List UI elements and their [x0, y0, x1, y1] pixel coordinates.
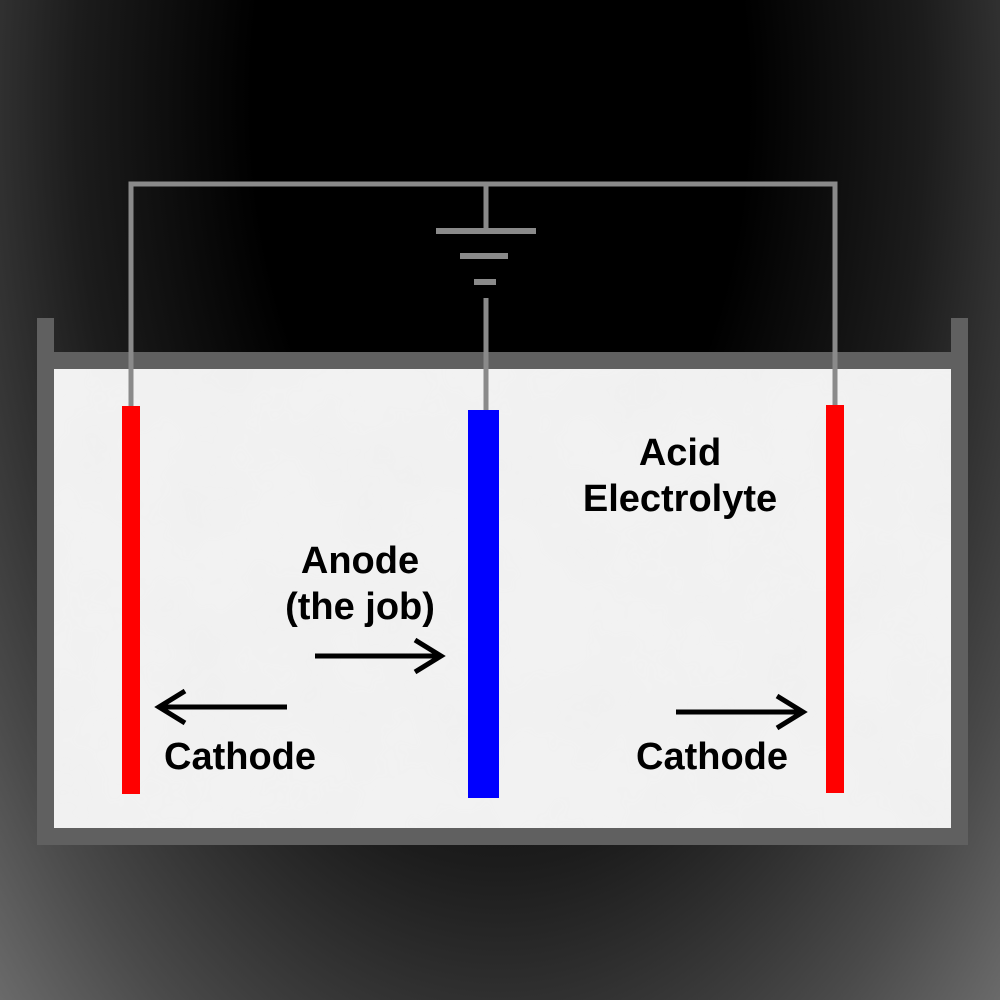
anode-label-line1: Anode [300, 540, 420, 582]
arrow-to-cathode-right [676, 693, 808, 731]
cathode-left [122, 406, 140, 794]
anode-label-line2: (the job) [285, 586, 435, 628]
cathode-right [826, 405, 844, 793]
electrolyte-texture [54, 369, 951, 828]
arrow-to-anode [315, 637, 446, 675]
wire-right [486, 181, 838, 410]
electrolyte-label-line1: Acid [638, 432, 722, 474]
wire-left [128, 181, 486, 412]
tank-bottom [37, 828, 968, 845]
tank-left-wall [37, 318, 54, 845]
electrolyte-label: Acid Electrolyte [560, 430, 800, 522]
anode-label: Anode (the job) [255, 538, 465, 630]
anode-job [468, 410, 499, 798]
battery-symbol-icon [436, 228, 536, 285]
electrolyte-label-line2: Electrolyte [582, 478, 778, 520]
cathode-left-label: Cathode [164, 736, 316, 778]
arrow-to-cathode-left [154, 688, 287, 726]
tank-right-wall [951, 318, 968, 845]
arrow-icon [154, 637, 808, 731]
electrolyte-surface-line [54, 352, 951, 369]
electrolyte-tank [37, 318, 968, 845]
cathode-right-label: Cathode [636, 736, 788, 778]
